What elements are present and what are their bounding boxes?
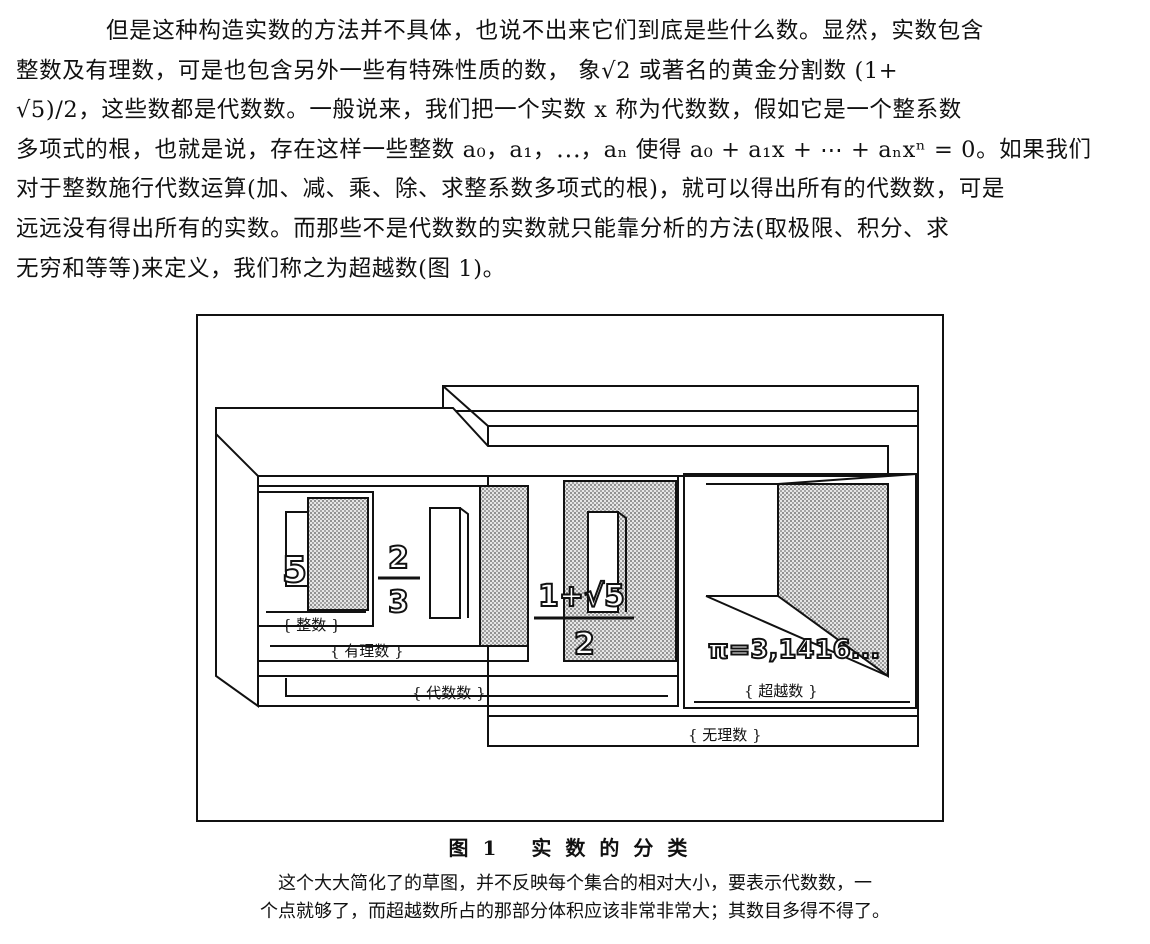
- algebraic-room: [563, 480, 677, 662]
- irrational-box: [442, 385, 919, 747]
- label-transcendental: { 超越数 }: [744, 682, 818, 700]
- figure-caption-note: 这个大大简化了的草图，并不反映每个集合的相对大小，要表示代数数，一 个点就够了，…: [0, 870, 1150, 926]
- caption-note-line: 这个大大简化了的草图，并不反映每个集合的相对大小，要表示代数数，一: [278, 873, 872, 894]
- transcendental-box: [683, 473, 917, 709]
- paragraph-line: 整数及有理数，可是也包含另外一些有特殊性质的数， 象√2 或著名的黄金分割数 (…: [16, 57, 899, 84]
- integer-example: 5: [282, 550, 307, 591]
- label-irrational: { 无理数 }: [688, 726, 762, 744]
- label-algebraic: { 代数数 }: [412, 684, 486, 702]
- rationals-box: [258, 485, 529, 662]
- paragraph-line: 无穷和等等)来定义，我们称之为超越数(图 1)。: [16, 255, 506, 282]
- figure-drawing: 5 2 3 1+√5 2 π=3,1416... { 整数 } { 有理数 } …: [215, 385, 919, 747]
- algebraic-box: [215, 407, 889, 708]
- caption-note-line: 个点就够了，而超越数所占的那部分体积应该非常非常大；其数目多得不得了。: [260, 901, 890, 922]
- paragraph-line: 但是这种构造实数的方法并不具体，也说不出来它们到底是些什么数。显然，实数包含: [106, 18, 984, 44]
- golden-numerator: 1+√5: [538, 579, 625, 614]
- figure-caption-title: 图1 实数的分类: [448, 836, 702, 860]
- pi-value: π=3,1416...: [708, 635, 880, 665]
- paragraph-line: 远远没有得出所有的实数。而那些不是代数数的实数就只能靠分析的方法(取极限、积分、…: [16, 215, 950, 242]
- fraction-denominator: 3: [388, 585, 409, 620]
- paragraph-line: √5)/2，这些数都是代数数。一般说来，我们把一个实数 x 称为代数数，假如它是…: [16, 97, 962, 124]
- body-paragraph: 但是这种构造实数的方法并不具体，也说不出来它们到底是些什么数。显然，实数包含 整…: [16, 12, 1136, 289]
- golden-denominator: 2: [574, 627, 595, 662]
- label-rationals: { 有理数 }: [330, 642, 404, 660]
- paragraph-line: 多项式的根，也就是说，存在这样一些整数 a₀，a₁，⋯，aₙ 使得 a₀ + a…: [16, 136, 1092, 163]
- fraction-numerator: 2: [388, 541, 409, 576]
- figure-real-number-classification: 5 2 3 1+√5 2 π=3,1416... { 整数 } { 有理数 } …: [196, 314, 944, 822]
- integers-box: [258, 491, 374, 627]
- label-integers: { 整数 }: [282, 616, 341, 634]
- paragraph-line: 对于整数施行代数运算(加、减、乘、除、求整系数多项式的根)，就可以得出所有的代数…: [16, 176, 1005, 203]
